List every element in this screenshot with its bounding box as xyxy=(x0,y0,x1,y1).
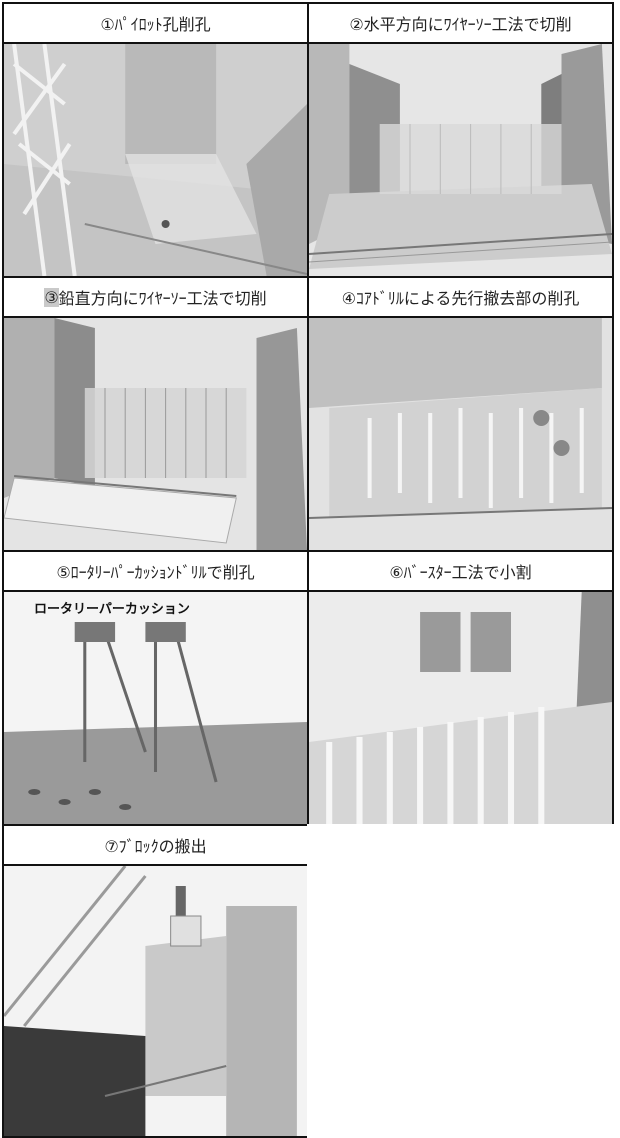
step-1-illustration xyxy=(4,44,307,276)
step-1-cell: ①ﾊﾟｲﾛｯﾄ孔削孔 xyxy=(2,2,309,278)
step-7-caption: ⑦ﾌﾞﾛｯｸの搬出 xyxy=(4,826,307,866)
step-2-caption: ②水平方向にﾜｲﾔｰｿｰ工法で切削 xyxy=(309,4,612,44)
step-3-illustration xyxy=(4,318,307,550)
table-row: ⑦ﾌﾞﾛｯｸの搬出 xyxy=(2,824,616,1138)
step-6-illustration xyxy=(309,592,612,824)
step-1-caption: ①ﾊﾟｲﾛｯﾄ孔削孔 xyxy=(4,4,307,44)
step-4-illustration xyxy=(309,318,612,550)
step-2-cell: ②水平方向にﾜｲﾔｰｿｰ工法で切削 xyxy=(307,2,614,278)
table-row: ①ﾊﾟｲﾛｯﾄ孔削孔 ②水平 xyxy=(2,2,616,278)
step-4-caption: ④ｺｱﾄﾞﾘﾙによる先行撤去部の削孔 xyxy=(309,278,612,318)
step-2-illustration xyxy=(309,44,612,276)
step-3-text: 鉛直方向にﾜｲﾔｰｿｰ工法で切削 xyxy=(58,289,267,308)
step-4-cell: ④ｺｱﾄﾞﾘﾙによる先行撤去部の削孔 xyxy=(307,276,614,552)
step-5-illustration: ロータリーパーカッション xyxy=(4,592,307,824)
empty-cell xyxy=(307,824,614,1138)
step-7-illustration xyxy=(4,866,307,1136)
step-7-cell: ⑦ﾌﾞﾛｯｸの搬出 xyxy=(2,824,309,1138)
step-5-caption: ⑤ﾛｰﾀﾘｰﾊﾟｰｶｯｼｮﾝﾄﾞﾘﾙで削孔 xyxy=(4,552,307,592)
step-6-cell: ⑥ﾊﾞｰｽﾀｰ工法で小割 xyxy=(307,550,614,826)
step-5-cell: ⑤ﾛｰﾀﾘｰﾊﾟｰｶｯｼｮﾝﾄﾞﾘﾙで削孔 ロータリー xyxy=(2,550,309,826)
step-6-caption: ⑥ﾊﾞｰｽﾀｰ工法で小割 xyxy=(309,552,612,592)
step-3-number: ③ xyxy=(44,287,59,307)
illustration-label: ロータリーパーカッション xyxy=(34,602,190,617)
table-row: ⑤ﾛｰﾀﾘｰﾊﾟｰｶｯｼｮﾝﾄﾞﾘﾙで削孔 ロータリー xyxy=(2,550,616,826)
